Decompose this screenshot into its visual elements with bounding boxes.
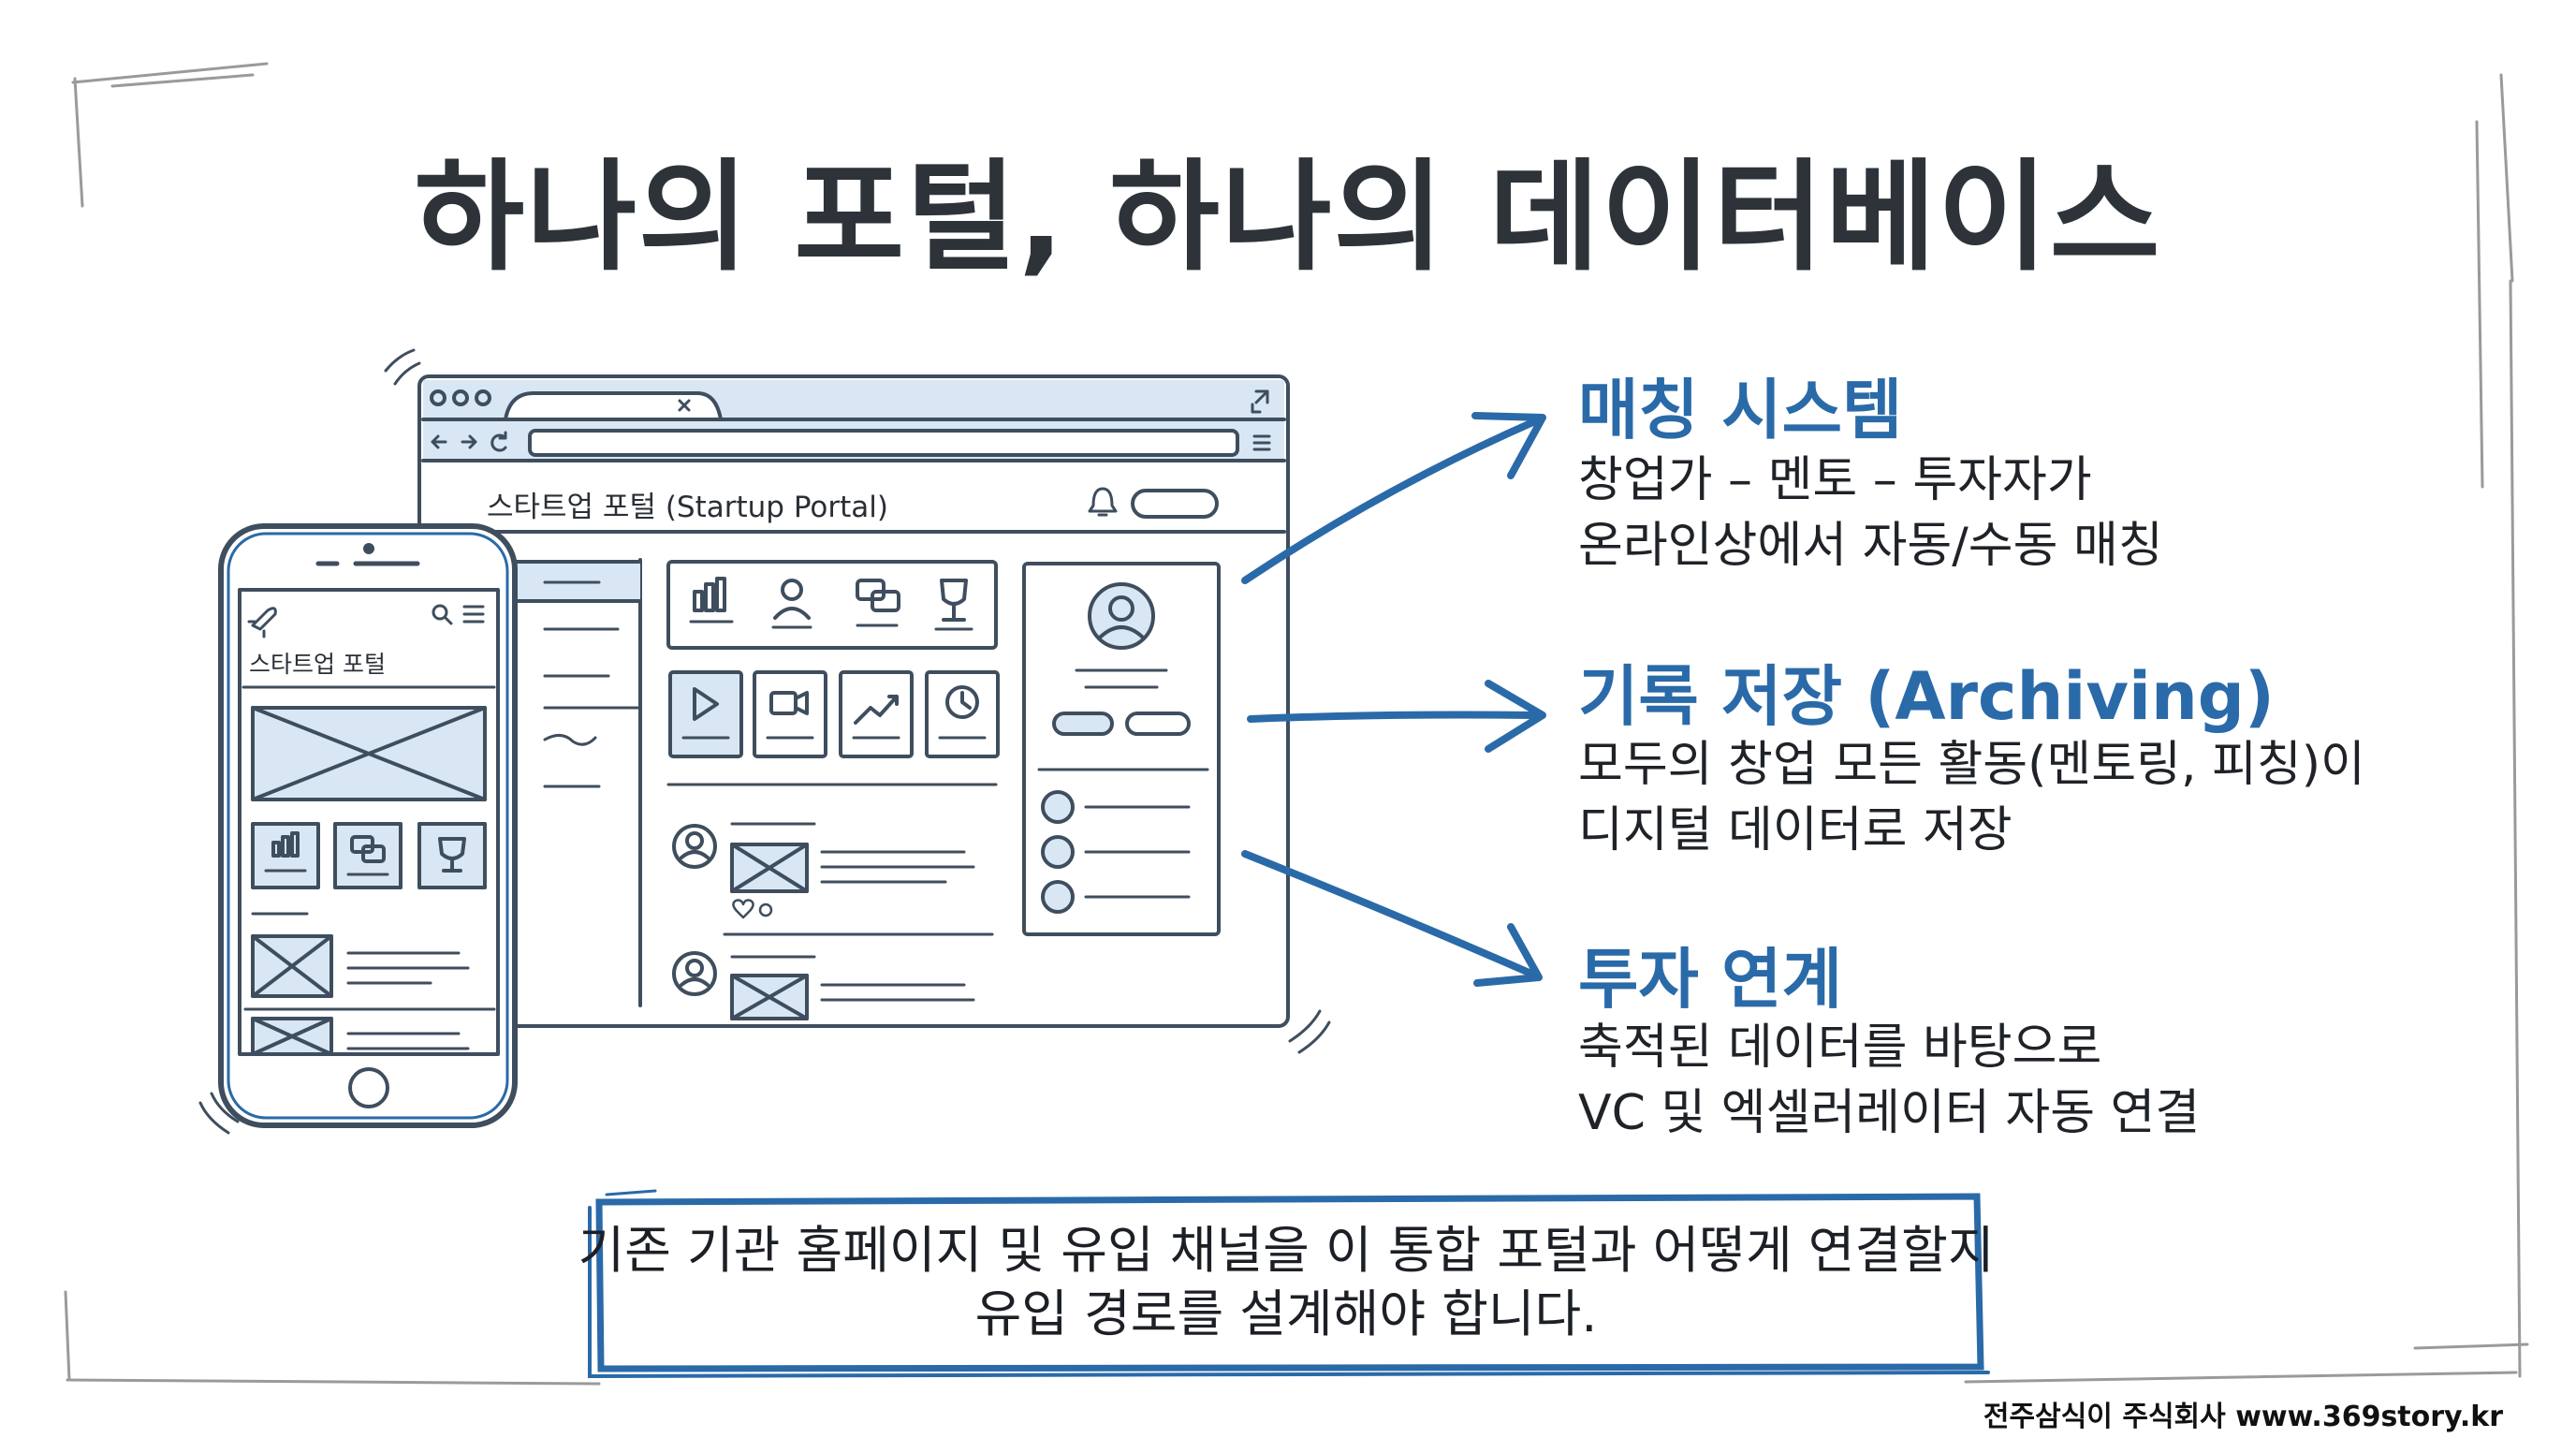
phone-trophy-icon: [438, 837, 466, 873]
phone-stats-icon: [271, 831, 300, 858]
history-icon: [945, 685, 979, 719]
feature-heading-matching: 매칭 시스템: [1578, 372, 1903, 448]
play-icon: [693, 687, 719, 721]
feature-desc-matching: 창업가 – 멘토 – 투자자가 온라인상에서 자동/수동 매칭: [1578, 448, 2163, 579]
phone-chat-icon: [350, 835, 386, 863]
profile-button-2: [1125, 712, 1191, 736]
window-dot-1: [430, 389, 446, 406]
arrow-archiving: [1247, 711, 1539, 723]
tab-close-icon: [678, 399, 691, 412]
video-icon: [769, 691, 809, 715]
comment-icon: [758, 902, 773, 917]
stats-icon: [689, 577, 734, 624]
phone-home-button: [348, 1067, 389, 1108]
feed-avatar-1: [672, 824, 717, 869]
address-bar: [528, 429, 1239, 457]
window-dot-3: [475, 389, 491, 406]
callout-box: 기존 기관 홈페이지 및 유입 채널을 이 통합 포털과 어떻게 연결할지 유입…: [578, 1200, 1995, 1365]
growth-chart-icon: [854, 695, 899, 725]
callout-line-2: 유입 경로를 설계해야 합니다.: [974, 1284, 1598, 1343]
expand-icon: [1251, 389, 1269, 414]
feature-desc-line: 모두의 창업 모든 활동(멘토링, 피칭)이: [1578, 737, 2365, 793]
feature-desc-line: VC 및 엑셀러레이터 자동 연결: [1578, 1085, 2201, 1141]
rocket-icon: [247, 607, 277, 638]
window-dot-2: [452, 389, 469, 406]
footer-credit: 전주삼식이 주식회사 www.369story.kr: [1983, 1401, 2503, 1433]
feature-desc-line: 축적된 데이터를 바탕으로: [1578, 1020, 2102, 1076]
arrow-investment: [1241, 850, 1535, 977]
menu-icon: [1252, 434, 1271, 451]
arrow-matching: [1241, 418, 1539, 584]
phone-menu-icon: [462, 605, 485, 624]
phone-portal-label: 스타트업 포털: [249, 651, 386, 678]
feature-desc-investment: 축적된 데이터를 바탕으로 VC 및 엑셀러레이터 자동 연결: [1578, 1015, 2200, 1146]
back-icon: [431, 434, 447, 449]
user-icon: [771, 579, 812, 629]
feature-desc-archiving: 모두의 창업 모든 활동(멘토링, 피칭)이 디지털 데이터로 저장: [1578, 732, 2365, 863]
callout-line-1: 기존 기관 홈페이지 및 유입 채널을 이 통합 포털과 어떻게 연결할지: [578, 1221, 1995, 1280]
feature-desc-line: 디지털 데이터로 저장: [1578, 802, 2012, 858]
feature-heading-archiving: 기록 저장 (Archiving): [1578, 658, 2275, 735]
page-title: 하나의 포털, 하나의 데이터베이스: [414, 148, 2162, 287]
feature-heading-investment: 투자 연계: [1578, 941, 1842, 1018]
browser-portal-label: 스타트업 포털 (Startup Portal): [487, 491, 888, 524]
feature-desc-line: 온라인상에서 자동/수동 매칭: [1578, 518, 2163, 574]
profile-button-1: [1052, 712, 1114, 736]
trophy-icon: [934, 579, 973, 631]
chat-icon: [856, 579, 900, 627]
forward-icon: [461, 434, 477, 449]
phone-search-icon: [432, 604, 448, 621]
feature-desc-line: 창업가 – 멘토 – 투자자가: [1578, 452, 2092, 508]
like-icon: [732, 899, 754, 919]
phone-camera: [363, 543, 374, 554]
bell-icon: [1088, 487, 1118, 517]
feed-avatar-2: [672, 951, 717, 996]
reload-icon: [490, 431, 507, 452]
login-pill: [1131, 489, 1219, 519]
